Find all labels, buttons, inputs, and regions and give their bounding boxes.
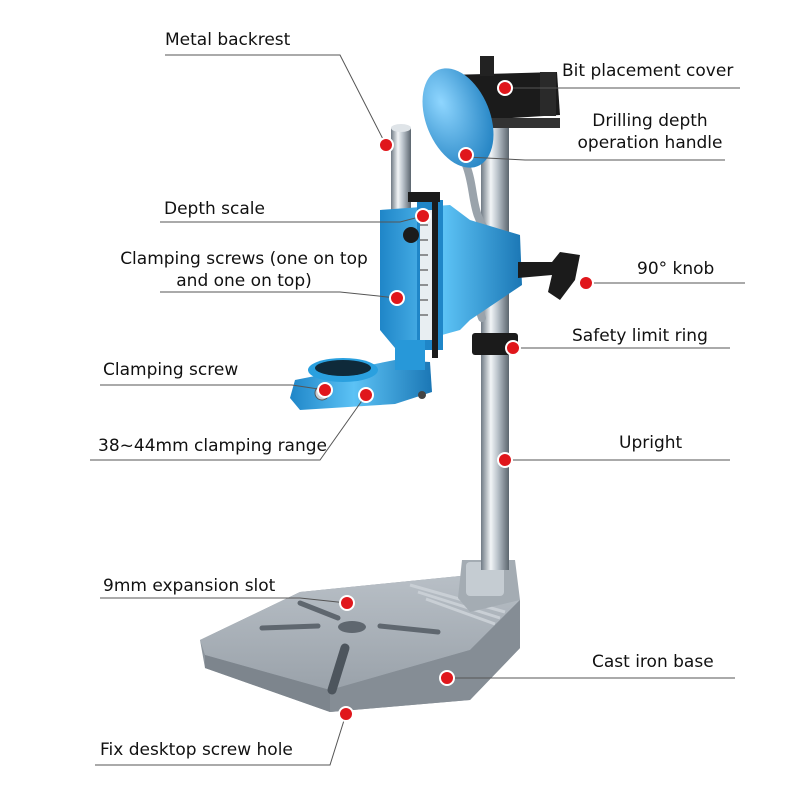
blue-carriage [380, 192, 580, 358]
label-bit-placement-cover: Bit placement cover [562, 61, 734, 81]
operation-handle-knob [422, 68, 494, 168]
label-clamping-screws-line2: and one on top) [176, 271, 312, 291]
label-fix-desktop-screw-hole: Fix desktop screw hole [100, 740, 293, 760]
label-clamping-screws: Clamping screws (one on top and one on t… [108, 248, 380, 292]
label-drilling-depth-handle-line1: Drilling depth [592, 111, 708, 131]
marker-clamping-screw [317, 382, 333, 398]
label-upright: Upright [619, 433, 683, 453]
label-safety-limit-ring: Safety limit ring [572, 326, 708, 346]
marker-cast-iron-base [439, 670, 455, 686]
marker-bit-cover [497, 80, 513, 96]
marker-clamping-range [358, 387, 374, 403]
label-drilling-depth-handle: Drilling depth operation handle [560, 110, 740, 154]
depth-scale [420, 210, 434, 340]
label-drilling-depth-handle-line2: operation handle [577, 133, 723, 153]
leader-lines [90, 54, 745, 766]
expansion-slot [297, 600, 341, 621]
marker-handle [458, 147, 474, 163]
marker-upright [497, 452, 513, 468]
marker-90-knob [578, 275, 594, 291]
label-clamping-range: 38~44mm clamping range [98, 436, 327, 456]
marker-safety-ring [505, 340, 521, 356]
knob-90 [518, 252, 580, 300]
marker-metal-backrest [378, 137, 394, 153]
label-90-knob: 90° knob [637, 259, 715, 279]
markers [317, 80, 594, 722]
label-clamping-screws-line1: Clamping screws (one on top [120, 249, 368, 269]
label-metal-backrest: Metal backrest [165, 30, 291, 50]
label-cast-iron-base: Cast iron base [592, 652, 714, 672]
center-hole [338, 621, 366, 633]
label-expansion-slot: 9mm expansion slot [103, 576, 276, 596]
metal-backrest-rod [391, 128, 411, 228]
marker-clamping-screws [389, 290, 405, 306]
marker-screw-hole [338, 706, 354, 722]
label-clamping-screw: Clamping screw [103, 360, 239, 380]
top-clamping-screw-knob [403, 227, 419, 243]
label-depth-scale: Depth scale [164, 199, 265, 219]
marker-expansion-slot [339, 595, 355, 611]
marker-depth-scale [415, 208, 431, 224]
cast-iron-base [200, 560, 520, 719]
